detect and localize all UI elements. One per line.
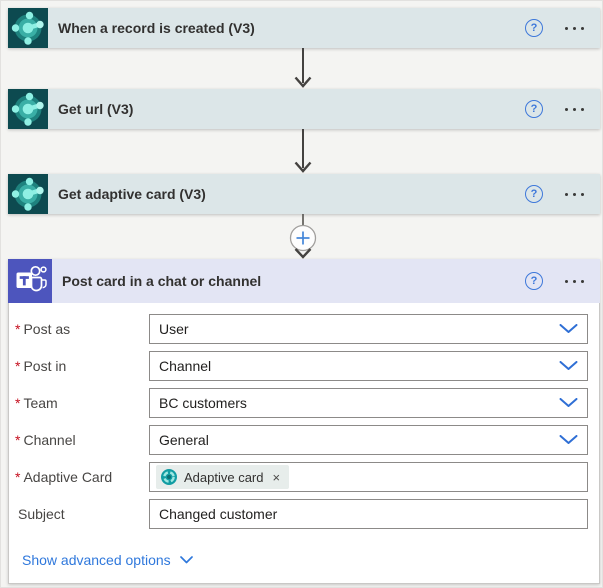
step-get-url[interactable]: Get url (V3) ? xyxy=(8,89,600,129)
connector-arrow xyxy=(294,129,312,173)
field-value: BC customers xyxy=(159,395,247,411)
field-label: Post in xyxy=(23,358,67,374)
step-when-a-record-is-created[interactable]: When a record is created (V3) ? xyxy=(8,8,600,48)
step-title: Get adaptive card (V3) xyxy=(58,186,206,202)
more-options-icon[interactable] xyxy=(565,276,584,287)
insert-step-connector xyxy=(289,214,317,259)
form-field-row: * Adaptive Card Adaptive card × xyxy=(15,462,588,492)
show-advanced-options-link[interactable]: Show advanced options xyxy=(22,552,193,568)
token-chip[interactable]: Adaptive card × xyxy=(156,465,290,489)
field-input[interactable]: General xyxy=(149,425,588,455)
help-icon[interactable]: ? xyxy=(525,19,543,37)
field-input[interactable]: User xyxy=(149,314,588,344)
form-field-row: * Post as User xyxy=(15,314,588,344)
chevron-down-icon xyxy=(559,398,578,408)
chevron-down-icon xyxy=(559,361,578,371)
field-value: Changed customer xyxy=(159,506,278,522)
token-remove-icon[interactable]: × xyxy=(272,469,281,485)
more-options-icon[interactable] xyxy=(565,104,584,115)
more-options-icon[interactable] xyxy=(565,189,584,200)
field-label: Team xyxy=(23,395,58,411)
step-title: Get url (V3) xyxy=(58,101,134,117)
required-asterisk: * xyxy=(15,432,21,448)
microsoft-teams-icon xyxy=(8,259,52,303)
required-asterisk: * xyxy=(15,358,21,374)
field-label: Adaptive Card xyxy=(23,469,113,485)
field-input[interactable]: Changed customer xyxy=(149,499,588,529)
business-central-icon xyxy=(8,8,48,48)
required-asterisk: * xyxy=(15,395,21,411)
token-label: Adaptive card xyxy=(184,469,264,485)
step-get-adaptive-card[interactable]: Get adaptive card (V3) ? xyxy=(8,174,600,214)
form-field-row: Subject Changed customer xyxy=(15,499,588,529)
required-asterisk: * xyxy=(15,321,21,337)
field-input[interactable]: Adaptive card × xyxy=(149,462,588,492)
chevron-down-icon xyxy=(179,556,193,564)
field-input[interactable]: Channel xyxy=(149,351,588,381)
field-label: Channel xyxy=(23,432,76,448)
field-value: Channel xyxy=(159,358,212,374)
help-icon[interactable]: ? xyxy=(525,100,543,118)
business-central-token-icon xyxy=(161,469,177,485)
form-field-row: * Team BC customers xyxy=(15,388,588,418)
field-label-cell: * Post in xyxy=(15,358,149,374)
step-title: Post card in a chat or channel xyxy=(62,273,262,289)
advanced-link-label: Show advanced options xyxy=(22,552,171,568)
field-label-cell: * Channel xyxy=(15,432,149,448)
field-label: Post as xyxy=(23,321,71,337)
field-label-cell: Subject xyxy=(15,506,149,522)
form-field-row: * Channel General xyxy=(15,425,588,455)
step-title: When a record is created (V3) xyxy=(58,20,255,36)
field-label-cell: * Post as xyxy=(15,321,149,337)
teams-form-fields: * Post as User * Post in Channel xyxy=(15,314,588,529)
step-post-card-in-chat-or-channel: Post card in a chat or channel ? * Post … xyxy=(8,259,600,584)
field-value: General xyxy=(159,432,209,448)
field-value: User xyxy=(159,321,189,337)
required-asterisk: * xyxy=(15,469,21,485)
form-field-row: * Post in Channel xyxy=(15,351,588,381)
more-options-icon[interactable] xyxy=(565,23,584,34)
field-input[interactable]: BC customers xyxy=(149,388,588,418)
business-central-icon xyxy=(8,89,48,129)
insert-step-button[interactable] xyxy=(289,224,317,252)
chevron-down-icon xyxy=(559,324,578,334)
field-label-cell: * Team xyxy=(15,395,149,411)
teams-form: * Post as User * Post in Channel xyxy=(9,303,599,570)
teams-step-header[interactable]: Post card in a chat or channel ? xyxy=(8,259,600,303)
field-label: Subject xyxy=(18,506,65,522)
chevron-down-icon xyxy=(559,435,578,445)
field-label-cell: * Adaptive Card xyxy=(15,469,149,485)
business-central-icon xyxy=(8,174,48,214)
help-icon[interactable]: ? xyxy=(525,272,543,290)
help-icon[interactable]: ? xyxy=(525,185,543,203)
connector-arrow xyxy=(294,48,312,88)
